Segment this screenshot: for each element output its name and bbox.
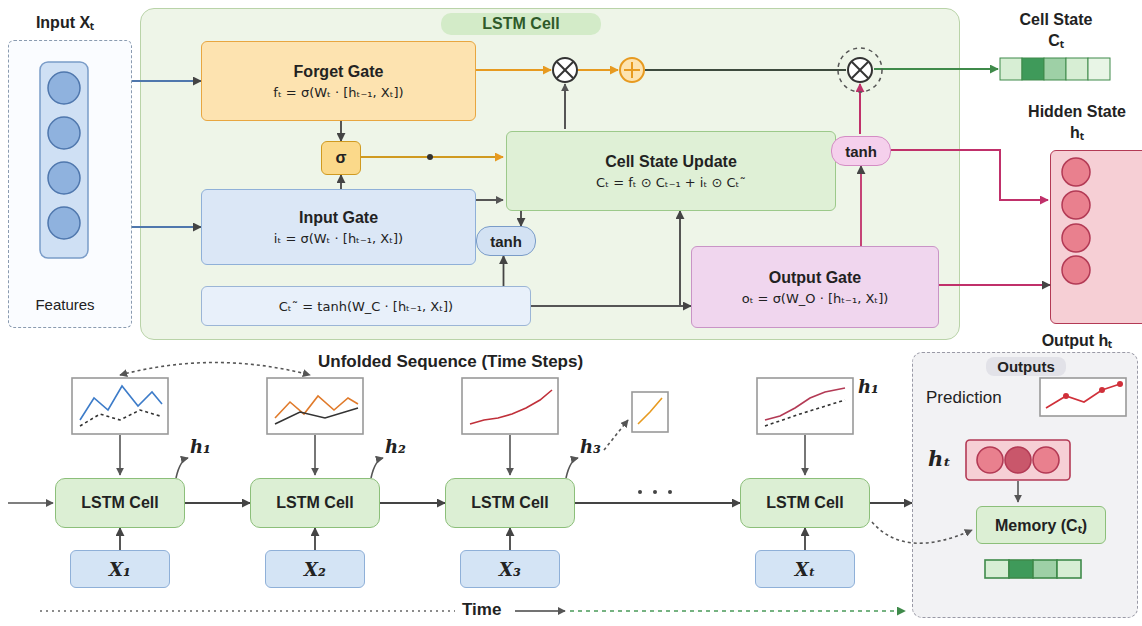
input-box: X₁ (70, 550, 170, 588)
connector-arrow (314, 528, 316, 550)
node-title: Hidden State hₜ (1022, 103, 1132, 143)
hidden-state-label: h₁ (190, 436, 211, 457)
node-title: X₁ (109, 559, 131, 580)
hidden-state-label: h₂ (385, 436, 406, 457)
lstm-cell-box: LSTM Cell (250, 478, 380, 528)
connector-arrow (119, 528, 121, 550)
time-axis (40, 610, 905, 612)
connector-arrow (939, 284, 1050, 286)
lstm-cell-box: LSTM Cell (55, 478, 185, 528)
lstm-cell-box: LSTM Cell (445, 478, 575, 528)
lstm-cell-box: LSTM Cell (740, 478, 870, 528)
node-title: LSTM Cell (276, 494, 353, 512)
connector-arrow (520, 211, 522, 226)
node-title: σ (336, 149, 347, 167)
input-box: Xₜ (755, 550, 855, 588)
connector-arrow (132, 80, 201, 82)
operator-symbols (553, 48, 882, 92)
node-text: iₜ = σ(Wₜ · [hₜ₋₁, Xₜ]) (274, 231, 403, 246)
node-title: Forget Gate (294, 63, 384, 81)
connector-arrow (860, 166, 862, 246)
connector-arrow (531, 305, 691, 307)
node-title: LSTM Cell (441, 13, 601, 35)
connector-arrow (531, 211, 680, 306)
axis-label: Time (462, 600, 501, 620)
input-box: X₃ (460, 550, 560, 588)
node-title: Memory (Cₜ) (995, 514, 1087, 536)
cell-state-path (361, 69, 1048, 200)
outputs-illustration (872, 378, 1126, 578)
connector-arrow (804, 528, 806, 550)
node-title: X₃ (499, 559, 521, 580)
input-box: X₂ (265, 550, 365, 588)
node-title: LSTM Cell (81, 494, 158, 512)
gate-box: Forget Gate fₜ = σ(Wₜ · [hₜ₋₁, Xₜ]) (201, 41, 476, 121)
gate-box: Output Gate oₜ = σ(W_O · [hₜ₋₁, Xₜ]) (691, 246, 939, 328)
node-title: Cell State Update (605, 153, 737, 171)
output-label: hₜ (928, 446, 951, 471)
hidden-state-label: h₃ (580, 436, 601, 457)
update-box: Cell State Update Cₜ = fₜ ⊙ Cₜ₋₁ + iₜ ⊙ C… (506, 131, 836, 211)
node-text: fₜ = σ(Wₜ · [hₜ₋₁, Xₜ]) (273, 85, 403, 100)
node-title: Input Xₜ (9, 11, 121, 33)
connector-arrow (575, 502, 740, 504)
sequence-charts (8, 363, 853, 504)
node-title: Cₜ˜ = tanh(W_C · [hₜ₋₁, Xₜ]) (279, 299, 453, 314)
node-title: Input Gate (299, 209, 378, 227)
connector-arrow (870, 502, 912, 504)
node-title: LSTM Cell (766, 494, 843, 512)
node-title: tanh (490, 233, 522, 250)
node-title: Output Gate (769, 269, 861, 287)
node-title: Outputs (986, 357, 1066, 376)
gate-box: Input Gate iₜ = σ(Wₜ · [hₜ₋₁, Xₜ]) (201, 189, 476, 265)
hidden-state-label: h₁ (858, 376, 879, 397)
tanh-box: tanh (476, 226, 536, 256)
node-text: Features (9, 296, 121, 313)
output-label: Prediction (926, 388, 1002, 408)
feature-column (40, 62, 88, 258)
connector-arrow (340, 175, 342, 189)
connector-arrow (509, 528, 511, 550)
node-title: LSTM Cell (471, 494, 548, 512)
cell-state-bar (1000, 58, 1110, 80)
node-title: tanh (845, 143, 877, 160)
node-title: X₂ (304, 559, 326, 580)
lstm-cell-panel: LSTM CellForget Gate fₜ = σ(Wₜ · [hₜ₋₁, X… (140, 8, 960, 340)
hidden-state-units (1062, 158, 1090, 284)
connector-arrow (503, 256, 505, 286)
connector-arrow (132, 226, 201, 228)
node-text: Output hₜ (1017, 329, 1137, 351)
node-title: Xₜ (795, 559, 816, 580)
connector-arrow (185, 502, 250, 504)
node-title: Cell State Cₜ (1011, 11, 1101, 51)
sigma-box: σ (321, 141, 361, 175)
node-text: oₜ = σ(W_O · [hₜ₋₁, Xₜ]) (742, 291, 889, 306)
section-title: Unfolded Sequence (Time Steps) (318, 352, 583, 372)
node-text: Cₜ = fₜ ⊙ Cₜ₋₁ + iₜ ⊙ Cₜ˜ (596, 175, 746, 190)
connector-arrow (380, 502, 445, 504)
connector-arrow (340, 121, 342, 141)
formula-box: Cₜ˜ = tanh(W_C · [hₜ₋₁, Xₜ]) (201, 286, 531, 326)
tanh-box: tanh (831, 136, 891, 166)
memory-box: Memory (Cₜ) (976, 506, 1106, 544)
